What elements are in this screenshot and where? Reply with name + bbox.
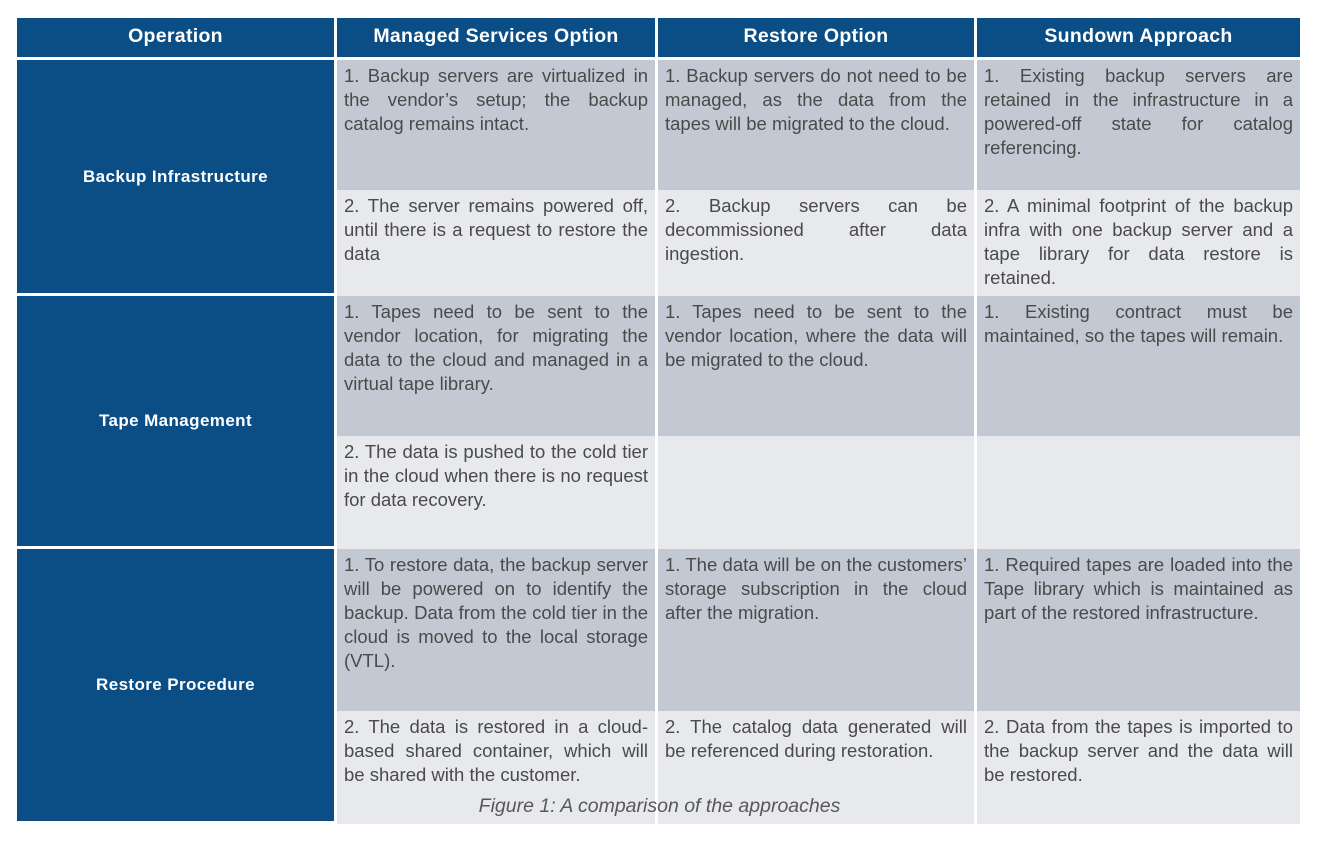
cell-restore-option (658, 436, 977, 550)
cell-managed-services: 1. Tapes need to be sent to the vendor l… (337, 296, 658, 437)
table-body: Backup Infrastructure 1. Backup servers … (17, 60, 1300, 825)
cell-sundown-approach: 1. Existing contract must be maintained,… (977, 296, 1300, 437)
table-row: Tape Management 1. Tapes need to be sent… (17, 296, 1300, 550)
cell-managed-services: 1. To restore data, the backup server wi… (337, 549, 658, 712)
operation-label-tape-management: Tape Management (17, 296, 337, 550)
cell-sundown-approach (977, 436, 1300, 550)
cell-sundown-approach: 2. Data from the tapes is imported to th… (977, 711, 1300, 825)
operation-label-backup-infrastructure: Backup Infrastructure (17, 60, 337, 297)
column-header-restore-option: Restore Option (658, 18, 977, 60)
cell-sundown-approach: 2. A minimal footprint of the backup inf… (977, 190, 1300, 297)
column-header-sundown-approach: Sundown Approach (977, 18, 1300, 60)
table-row: Restore Procedure 1. To restore data, th… (17, 549, 1300, 825)
operation-label-restore-procedure: Restore Procedure (17, 549, 337, 825)
table-row: 2. The data is pushed to the cold tier i… (17, 436, 1300, 550)
cell-restore-option: 1. Tapes need to be sent to the vendor l… (658, 296, 977, 437)
comparison-table-container: Operation Managed Services Option Restor… (17, 18, 1300, 825)
cell-managed-services: 2. The data is restored in a cloud-based… (337, 711, 658, 825)
cell-managed-services: 2. The server remains powered off, until… (337, 190, 658, 297)
table-row: 2. The data is restored in a cloud-based… (17, 711, 1300, 825)
cell-managed-services: 2. The data is pushed to the cold tier i… (337, 436, 658, 550)
cell-managed-services: 1. Backup servers are virtualized in the… (337, 60, 658, 190)
table-row: 2. The server remains powered off, until… (17, 190, 1300, 297)
cell-sundown-approach: 1. Required tapes are loaded into the Ta… (977, 549, 1300, 712)
cell-restore-option: 1. Backup servers do not need to be mana… (658, 60, 977, 190)
cell-restore-option: 1. The data will be on the customers’ st… (658, 549, 977, 712)
comparison-table: Operation Managed Services Option Restor… (17, 18, 1300, 825)
header-row: Operation Managed Services Option Restor… (17, 18, 1300, 60)
column-header-operation: Operation (17, 18, 337, 60)
cell-restore-option: 2. Backup servers can be decommissioned … (658, 190, 977, 297)
cell-sundown-approach: 1. Existing backup servers are retained … (977, 60, 1300, 190)
table-row: Backup Infrastructure 1. Backup servers … (17, 60, 1300, 297)
table-header: Operation Managed Services Option Restor… (17, 18, 1300, 60)
figure-caption: Figure 1: A comparison of the approaches (478, 795, 841, 817)
cell-restore-option: 2. The catalog data generated will be re… (658, 711, 977, 825)
column-header-managed-services-option: Managed Services Option (337, 18, 658, 60)
